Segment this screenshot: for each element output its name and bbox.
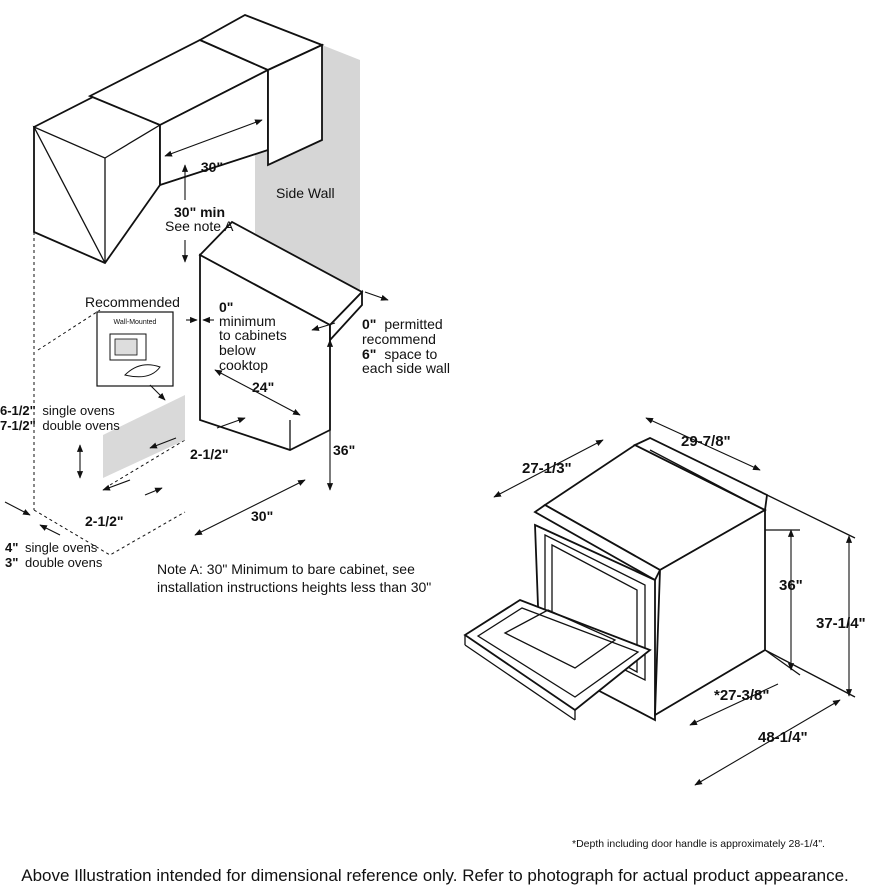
wall-mounted-label: Wall-Mounted — [114, 319, 157, 326]
side-wall-text: each side wall — [362, 360, 450, 376]
side-zero-value: 0" — [362, 316, 376, 332]
width-label: 29-7/8" — [681, 433, 731, 450]
four-value: 4" — [5, 540, 18, 555]
note-a-line-1: Note A: 30" Minimum to bare cabinet, see — [157, 561, 415, 577]
zero-min-text-2: to cabinets — [219, 327, 287, 343]
zero-min-text-1: minimum — [219, 313, 276, 329]
double-oven-value: 7-1/2" — [0, 418, 36, 433]
dim-width-30 — [194, 479, 306, 536]
min-height-label: 30" min — [174, 204, 225, 220]
installation-clearance-drawing: Wall-Mounted 30" 30" min See — [0, 14, 450, 595]
zero-min-text-4: cooktop — [219, 357, 268, 373]
svg-text:0" permitted: 0" permitted — [362, 316, 443, 332]
open-depth-label: 48-1/4" — [758, 729, 808, 746]
dim-depth — [493, 439, 604, 498]
dashed-guides — [33, 232, 186, 556]
side-recommend-text: recommend — [362, 331, 436, 347]
recommended-label: Recommended — [85, 294, 180, 310]
dim-depth-24 — [214, 369, 301, 416]
double-oven-text: double ovens — [42, 418, 120, 433]
range-dimension-drawing: 29-7/8" 27-1/3" 36" 37-1/4" *27-3/8" 48-… — [463, 417, 866, 786]
dim-open-depth — [694, 699, 841, 786]
svg-text:6-1/2" single ovens: 6-1/2" single ovens — [0, 403, 115, 418]
width-30-label: 30" — [251, 508, 273, 524]
cabinet-width-label: 30" — [201, 159, 223, 175]
side-wall-shade — [322, 45, 360, 290]
single-oven-value: 6-1/2" — [0, 403, 36, 418]
side-wall-label: Side Wall — [276, 185, 335, 201]
svg-text:7-1/2" double ovens: 7-1/2" double ovens — [0, 418, 120, 433]
height-total-label: 37-1/4" — [816, 615, 866, 632]
depth-label: 27-1/3" — [522, 460, 572, 477]
dim-width — [645, 417, 761, 471]
min-height-note: See note A — [165, 218, 234, 234]
depth-24-label: 24" — [252, 379, 274, 395]
depth-door-label: *27-3/8" — [714, 687, 769, 704]
side-zero-text: permitted — [384, 316, 442, 332]
height-36-label: 36" — [779, 577, 803, 594]
wall-mounted-thumbnail: Wall-Mounted — [96, 311, 174, 387]
zero-min-value: 0" — [219, 299, 233, 315]
note-a-line-2: installation instructions heights less t… — [157, 579, 431, 595]
single-oven-text: single ovens — [42, 403, 115, 418]
svg-text:3" double ovens: 3" double ovens — [5, 555, 103, 570]
clearance-zone — [103, 395, 185, 478]
offset-a-label: 2-1/2" — [190, 446, 229, 462]
side-six-text: space to — [384, 346, 437, 362]
depth-footnote: *Depth including door handle is approxim… — [572, 838, 825, 850]
offset-b-label: 2-1/2" — [85, 513, 124, 529]
height-36-label: 36" — [333, 442, 355, 458]
zero-min-text-3: below — [219, 342, 256, 358]
three-value: 3" — [5, 555, 18, 570]
dim-cabinet-width — [164, 119, 263, 157]
three-text: double ovens — [25, 555, 103, 570]
side-six-value: 6" — [362, 346, 376, 362]
disclaimer: Above Illustration intended for dimensio… — [21, 866, 849, 885]
svg-text:4" single ovens: 4" single ovens — [5, 540, 98, 555]
four-text: single ovens — [25, 540, 98, 555]
svg-text:6" space to: 6" space to — [362, 346, 437, 362]
